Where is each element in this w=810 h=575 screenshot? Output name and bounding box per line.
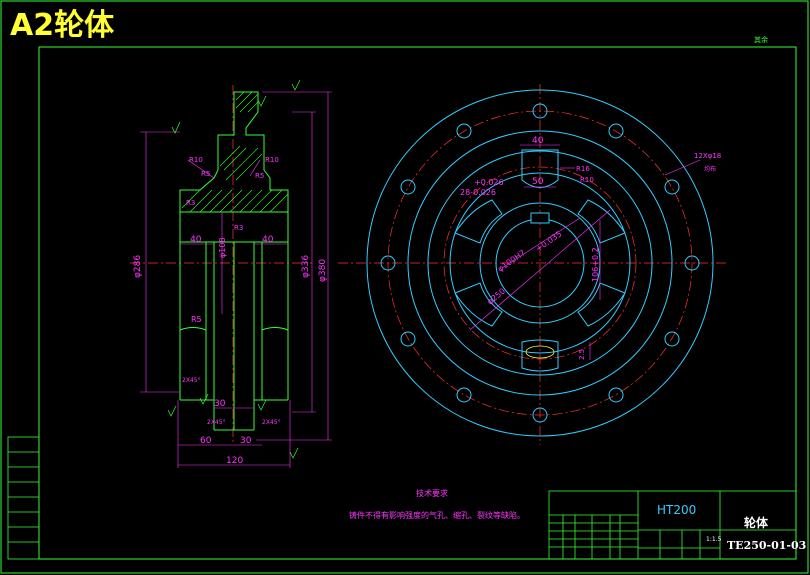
dim-chamfer-b: 2X45° [207,419,226,426]
dim-keyway: 106+0.2 [591,247,600,282]
dim-r10-right: R10 [265,156,279,164]
upper-hatch [181,91,289,213]
dim-tol-base: 28-0.026 [460,188,496,197]
dim-tol-upper: +0.026 [474,178,504,187]
side-labels: φ286 φ336 φ380 φ108 40 40 R10 R10 R5 R5 … [133,156,328,466]
dim-w120: 120 [226,456,243,466]
dim-w30-upper: 30 [214,399,226,409]
bolt-hole [456,123,472,139]
dim-chamfer-c: 2X45° [262,419,281,426]
dim-r5-c: R5 [191,315,202,324]
dim-w40-right: 40 [262,235,274,245]
dim-d108: φ108 [218,237,227,258]
dim-bore: φ100H7 [496,248,527,274]
drawing-title: A2轮体 [10,8,115,43]
title-block [548,490,797,560]
bolt-hole [400,331,416,347]
dim-w60: 60 [200,436,212,446]
dim-bore-tol: +0.035 [534,229,563,253]
dim-w40-left: 40 [190,235,202,245]
side-dim-lines [140,91,332,468]
tooth-path-circle [443,166,637,360]
tech-notes-body: 铸件不得有影响强度的气孔、缩孔、裂纹等缺陷。 [349,511,525,520]
dim-r10-front: R10 [580,176,594,184]
corner-roughness-note: 其余 [754,36,768,44]
bolt-hole [380,255,396,271]
dim-w30-lower: 30 [240,436,252,446]
dim-w40-front: 40 [532,136,544,146]
roughness-symbols [167,79,301,459]
bolt-hole [608,123,624,139]
dim-r16: R16 [576,165,590,173]
bolt-hole [684,255,700,271]
upper-tooth-section [179,91,289,213]
dim-holes-note: 均布 [704,165,716,173]
dim-d380: φ380 [318,259,328,282]
dim-chamfer-a: 2X45° [182,377,201,384]
dim-d336: φ336 [301,255,311,278]
left-strip-table [7,436,40,560]
bolt-hole [608,387,624,403]
dim-r5-b: R5 [255,172,264,180]
front-view: 40 50 +0.026 28-0.026 R16 R10 φ100H7 +0.… [338,84,726,445]
dim-holes: 12Xφ18 [694,152,721,160]
bottom-hatch [525,345,555,359]
front-labels: 40 50 +0.026 28-0.026 R16 R10 φ100H7 +0.… [460,136,721,360]
title-block-drawing-code: TE250-01-03 [727,539,807,552]
dim-r3-b: R3 [186,199,195,207]
dim-r5-a: R5 [201,170,210,178]
outer-circle [366,89,714,437]
bolt-hole [532,103,548,119]
dim-d286: φ286 [133,255,143,278]
bolt-hole [400,179,416,195]
bottom-slot [521,339,559,372]
title-block-material: HT200 [657,503,697,517]
inner-border [38,46,797,560]
bolt-hole [456,387,472,403]
side-body-outline [179,211,289,431]
keyway [530,212,550,224]
front-dim-lines [469,144,701,360]
bolt-hole [664,179,680,195]
title-block-scale: 1:1.5 [706,536,722,543]
rim-circle-a [407,130,673,396]
bolt-hole [532,407,548,423]
web-circle [449,172,631,354]
dim-w50-front: 50 [532,177,544,187]
title-block-part-name: 轮体 [744,516,769,530]
side-view: φ286 φ336 φ380 φ108 40 40 R10 R10 R5 R5 … [130,79,332,468]
dim-r3: R3 [234,224,243,232]
bolt-hole [664,331,680,347]
rim-circle-b [427,150,653,376]
dim-r10-left: R10 [189,156,203,164]
tech-notes-title: 技术要求 [416,489,448,498]
bolt-holes [380,103,700,423]
bolt-circle [387,110,693,416]
dim-rib: 2.5 [578,349,586,360]
